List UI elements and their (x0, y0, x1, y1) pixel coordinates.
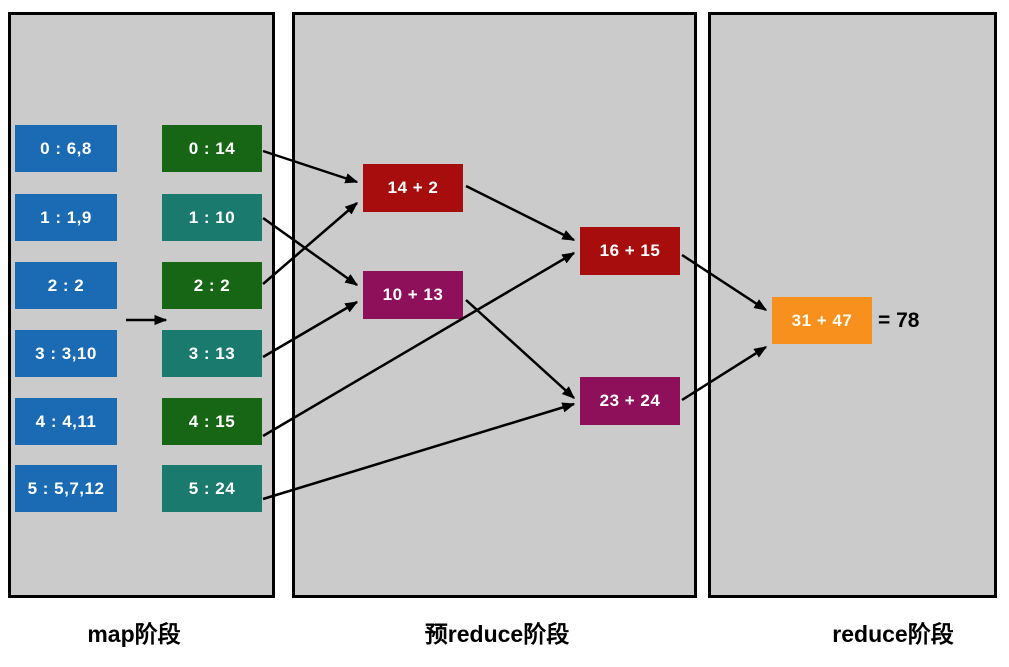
map-input-box-4: 4 : 4,11 (15, 398, 117, 445)
prereduce-sum-box-3: 23 + 24 (580, 377, 680, 425)
reduce-stage-label: reduce阶段 (832, 621, 954, 647)
map-output-box-5: 5 : 24 (162, 465, 262, 512)
map-output-box-0: 0 : 14 (162, 125, 262, 172)
map-input-box-3: 3 : 3,10 (15, 330, 117, 377)
map-input-box-1: 1 : 1,9 (15, 194, 117, 241)
map-input-box-5: 5 : 5,7,12 (15, 465, 117, 512)
map-input-box-0: 0 : 6,8 (15, 125, 117, 172)
map-output-box-2: 2 : 2 (162, 262, 262, 309)
map-output-box-1: 1 : 10 (162, 194, 262, 241)
reduce-sum-box: 31 + 47 (772, 297, 872, 344)
pre-reduce-stage-panel (292, 12, 697, 598)
map-stage-label: map阶段 (87, 621, 181, 647)
prereduce-sum-box-1: 10 + 13 (363, 271, 463, 319)
prereduce-sum-box-2: 16 + 15 (580, 227, 680, 275)
final-result-text: = 78 (878, 308, 920, 332)
pre-reduce-stage-label: 预reduce阶段 (424, 621, 570, 647)
prereduce-sum-box-0: 14 + 2 (363, 164, 463, 212)
map-output-box-4: 4 : 15 (162, 398, 262, 445)
map-input-box-2: 2 : 2 (15, 262, 117, 309)
map-output-box-3: 3 : 13 (162, 330, 262, 377)
